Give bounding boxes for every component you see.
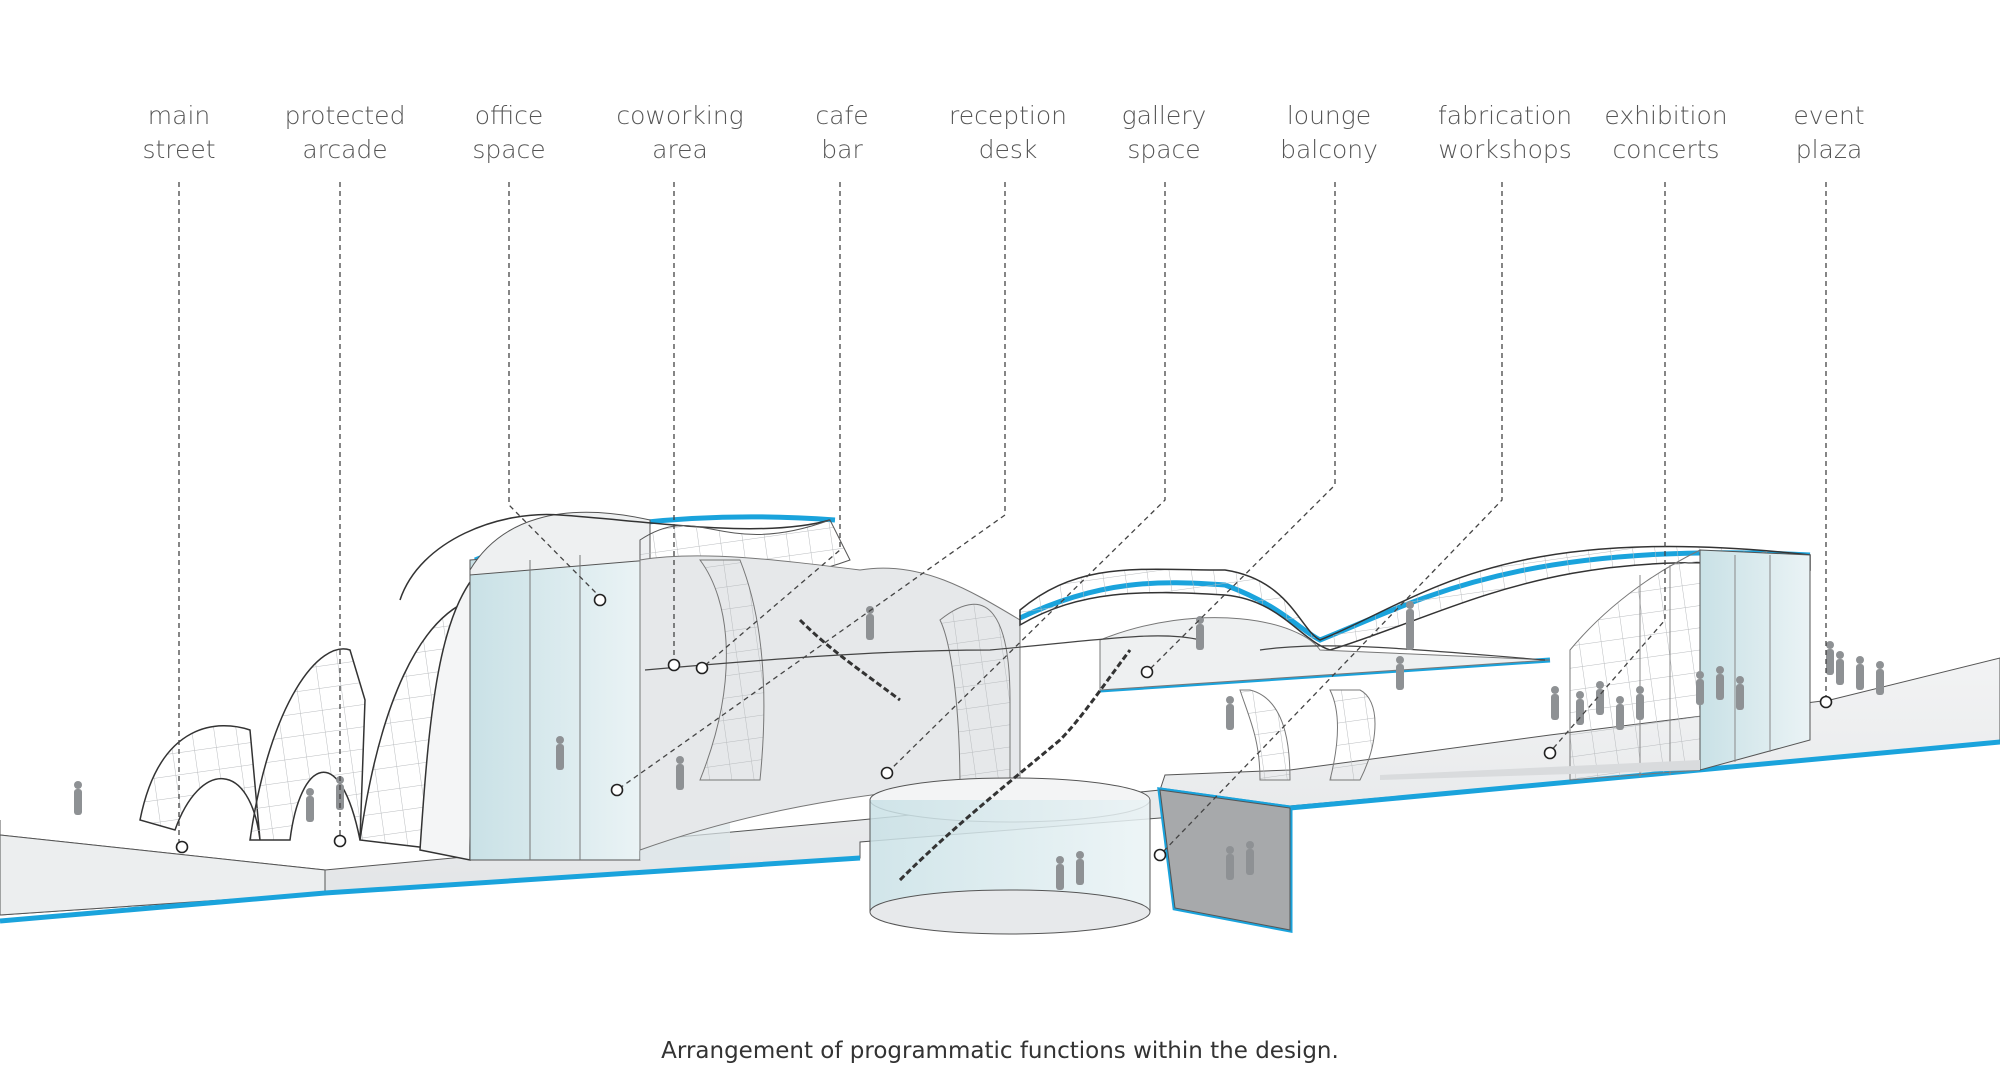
leader-lines [178,182,1827,856]
leader-line-fabrication-workshops [1159,182,1503,856]
people-figures [74,601,1884,890]
leader-line-cafe-bar [701,182,841,669]
marker-dots [175,593,1833,862]
marker-dot-exhibition-concerts [1543,746,1557,760]
person-figure [1836,651,1844,685]
person-figure [1736,676,1744,710]
person-figure [1076,851,1084,885]
marker-dot-protected-arcade [333,834,347,848]
basement-room [1159,789,1291,931]
leader-line-office-space [508,182,601,598]
person-figure [1716,666,1724,700]
marker-dot-fabrication-workshops [1153,848,1167,862]
person-figure [1616,696,1624,730]
leader-line-reception-desk [616,182,1006,791]
person-figure [1196,616,1204,650]
marker-dot-coworking-area [667,658,681,672]
marker-dot-gallery-space [880,766,894,780]
person-figure [1696,671,1704,705]
leader-line-exhibition-concerts [1549,182,1666,753]
person-figure [74,781,82,815]
right-roof-shell [1019,545,1811,781]
person-figure [1856,656,1864,690]
person-figure [1246,841,1254,875]
marker-dot-main-street [175,840,189,854]
person-figure [1226,696,1234,730]
person-figure [1876,661,1884,695]
marker-dot-lounge-balcony [1140,665,1154,679]
arcade-arches [139,544,561,861]
balcony-rails [644,635,1546,671]
person-figure [1596,681,1604,715]
person-figure [1406,601,1414,635]
person-figure [306,788,314,822]
person-figure [1056,856,1064,890]
person-figure [1551,686,1559,720]
person-figure [1226,846,1234,880]
marker-dot-event-plaza [1819,695,1833,709]
marker-dot-office-space [593,593,607,607]
marker-dot-reception-desk [610,783,624,797]
person-figure [1576,691,1584,725]
reception-cylinder [798,618,1151,935]
person-figure [676,756,684,790]
person-figure [556,736,564,770]
person-figure [1396,656,1404,690]
figure-caption: Arrangement of programmatic functions wi… [661,1038,1339,1064]
leader-line-gallery-space [886,182,1166,774]
person-figure [1636,686,1644,720]
marker-dot-cafe-bar [695,661,709,675]
person-figure [1826,641,1834,675]
leader-line-lounge-balcony [1146,182,1336,673]
